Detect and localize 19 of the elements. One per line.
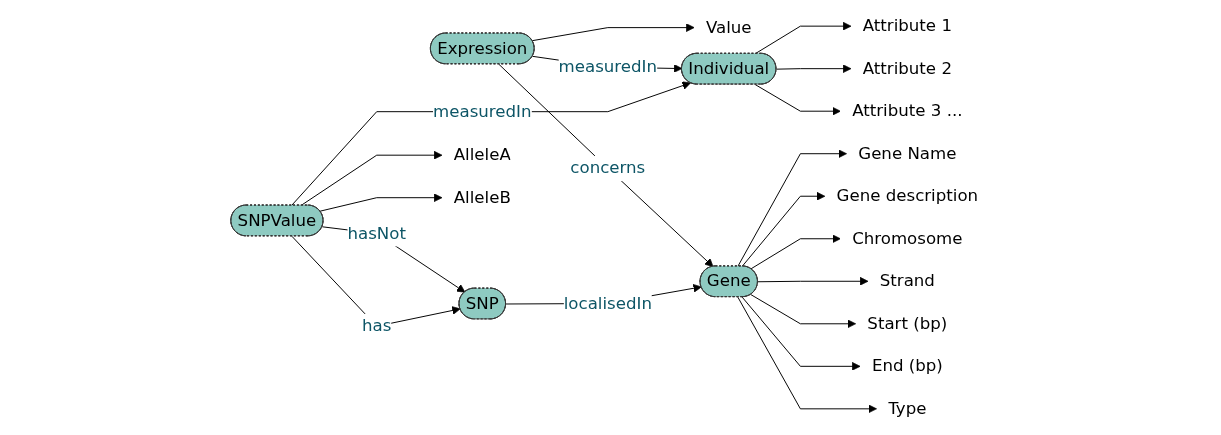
node-text: End (bp) xyxy=(872,355,943,376)
edge-label: concerns xyxy=(570,157,646,178)
node-text: Attribute 1 xyxy=(862,15,953,36)
node-text: AlleleB xyxy=(453,187,511,207)
node-text: Gene Name xyxy=(858,143,957,163)
node-text: Chromosome xyxy=(852,228,963,248)
node-text: Type xyxy=(888,398,927,418)
edge-label: measuredIn xyxy=(433,101,532,121)
node-text: Attribute 2 xyxy=(862,58,953,78)
node-text: AlleleA xyxy=(453,144,511,165)
node-text: Value xyxy=(706,17,752,37)
edge-label: has xyxy=(362,315,392,336)
node-text: Gene description xyxy=(836,185,979,206)
edge-label: measuredIn xyxy=(558,56,658,77)
edge-label: hasNot xyxy=(347,222,407,243)
node-text: Start (bp) xyxy=(867,313,948,333)
edge-label: localisedIn xyxy=(563,293,653,313)
node-text: Attribute 3 ... xyxy=(852,100,963,121)
node-text: Strand xyxy=(879,270,936,291)
